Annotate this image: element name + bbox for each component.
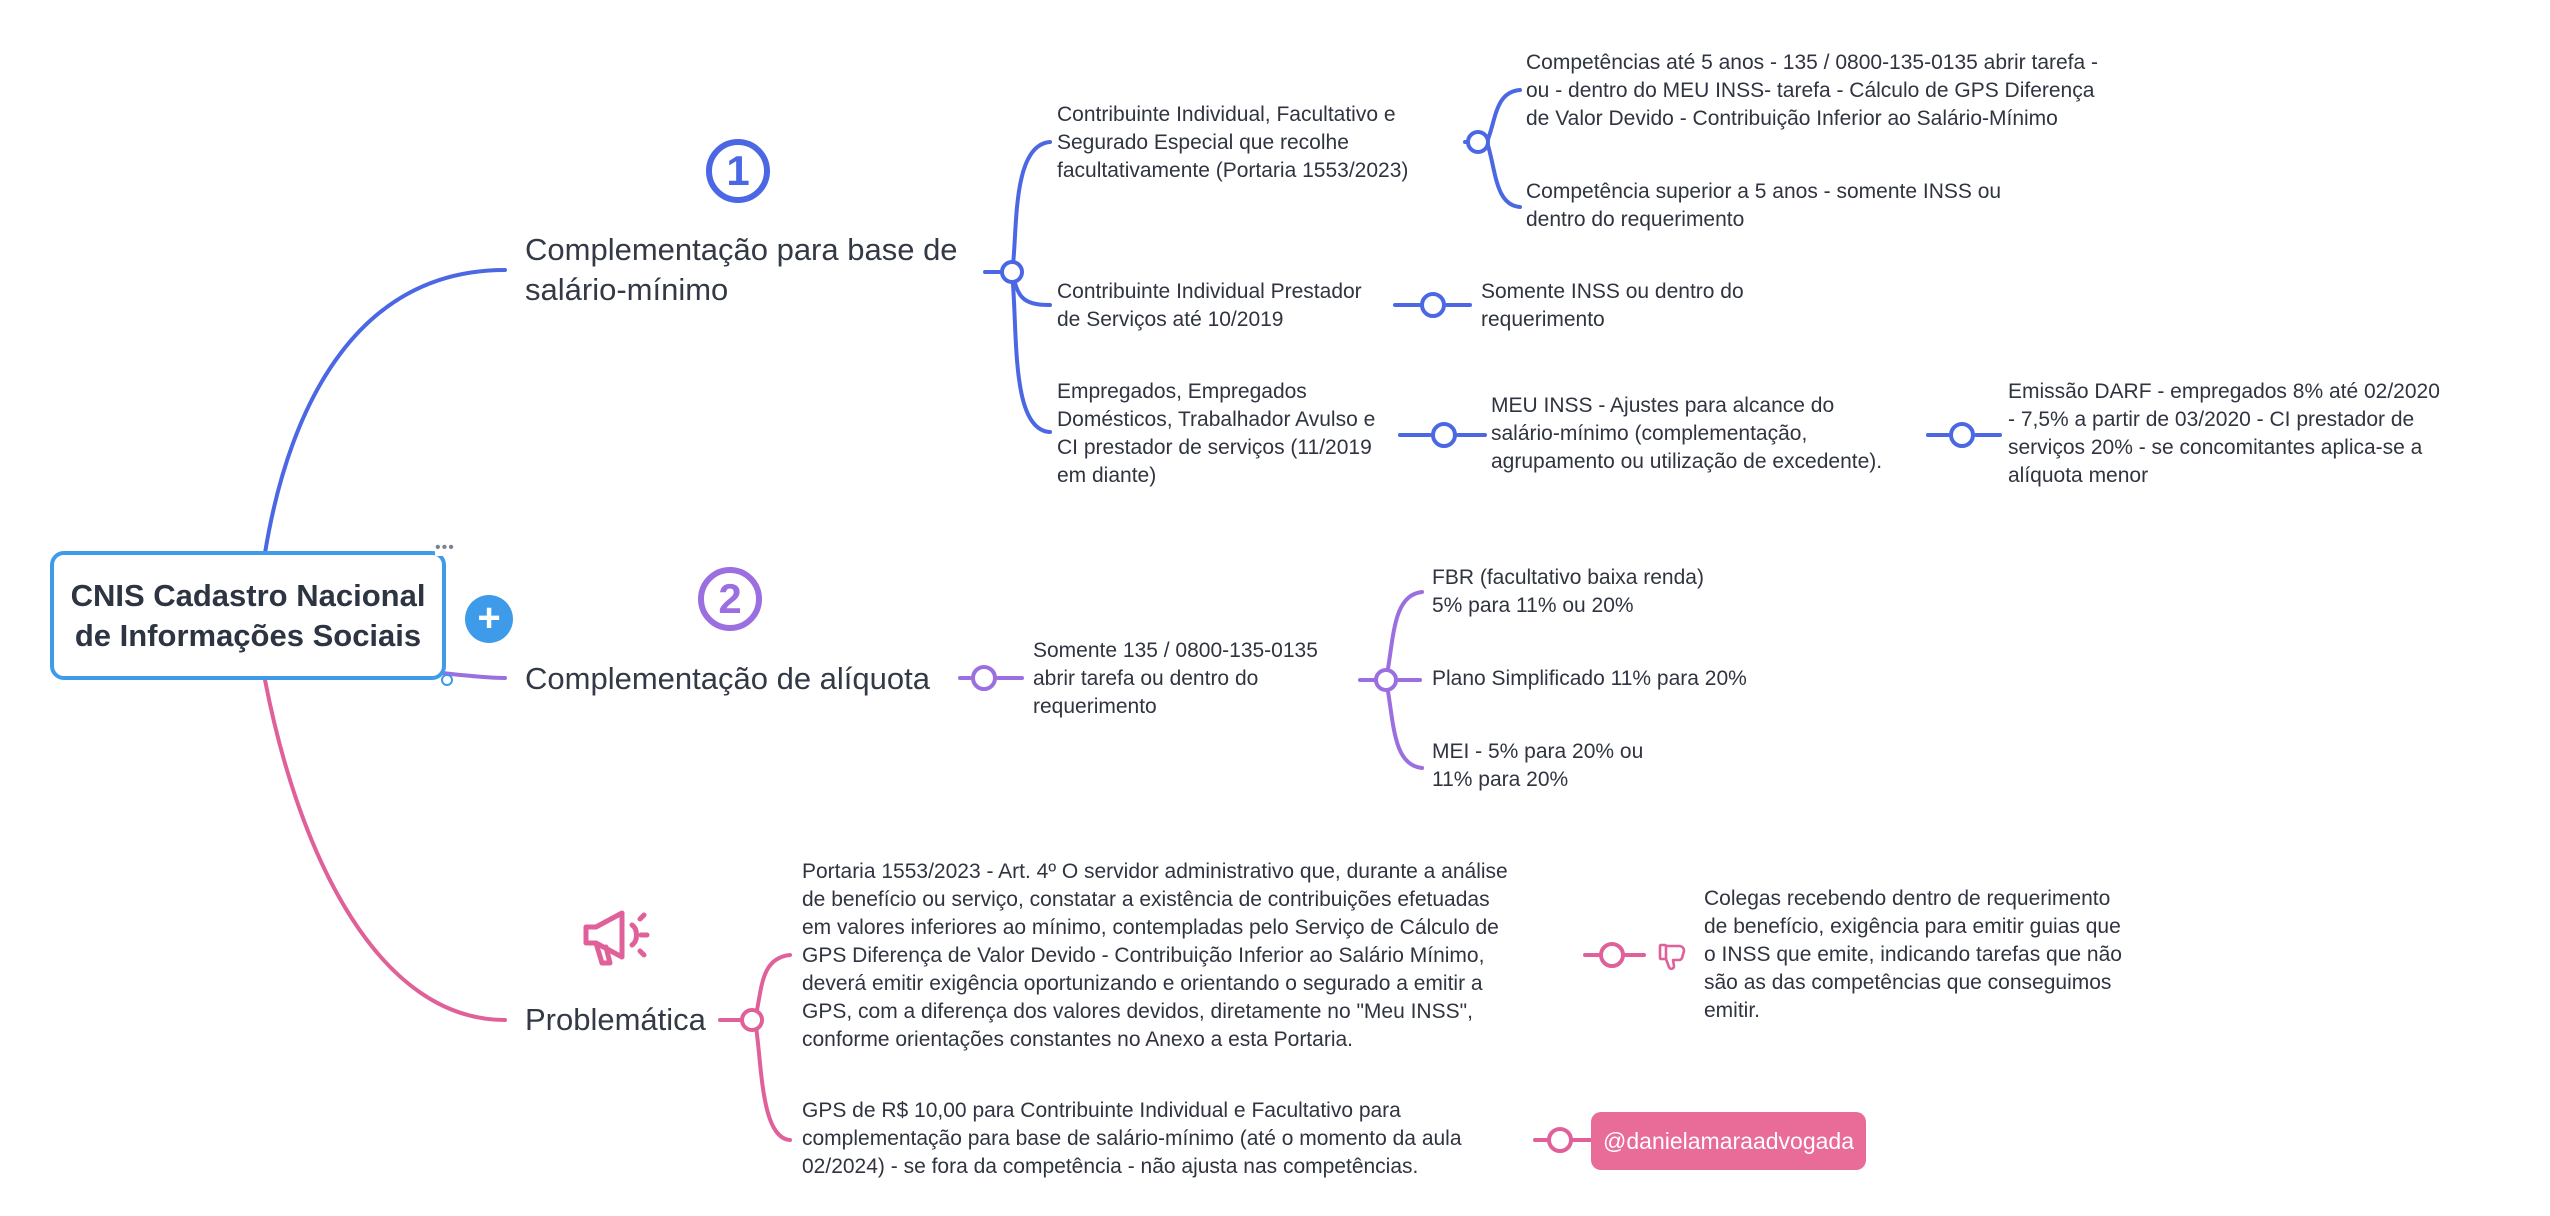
thumbs-down-icon	[1658, 943, 1686, 971]
branch1-item1-child2[interactable]: Competência superior a 5 anos - somente …	[1526, 180, 2002, 231]
megaphone-icon	[583, 910, 650, 966]
more-options-icon[interactable]: •••	[435, 539, 455, 556]
branch3-colegas-text[interactable]: Colegas recebendo dentro de requerimento…	[1704, 887, 2122, 1022]
priority-1-badge: 1	[706, 139, 770, 203]
author-handle-tag[interactable]: @danielamaraadvogada	[1591, 1112, 1866, 1170]
root-title-line1: CNIS Cadastro Nacional	[70, 577, 426, 613]
root-title-line2: de Informações Sociais	[74, 617, 422, 653]
branch2-title[interactable]: Complementação de alíquota	[525, 661, 930, 696]
branch1-item1-child1[interactable]: Competências até 5 anos - 135 / 0800-135…	[1526, 51, 2099, 130]
branch1-item1[interactable]: Contribuinte Individual, Facultativo e S…	[1057, 103, 1409, 182]
branch1-item2[interactable]: Contribuinte Individual Prestador de Ser…	[1057, 280, 1362, 331]
branch1-title[interactable]: Complementação para base de salário-míni…	[525, 232, 958, 307]
root-node[interactable]: CNIS Cadastro Nacional de Informações So…	[50, 551, 446, 680]
branch1-item3-child[interactable]: MEU INSS - Ajustes para alcance do salár…	[1491, 394, 1883, 473]
branch1-item2-child[interactable]: Somente INSS ou dentro do requerimento	[1481, 280, 1744, 331]
priority-2-badge: 2	[698, 567, 762, 631]
add-topic-button[interactable]: +	[465, 595, 513, 643]
connector-root-branch3	[263, 678, 507, 1022]
branch2-sub[interactable]: Somente 135 / 0800-135-0135 abrir tarefa…	[1033, 639, 1318, 718]
branch3-portaria-text[interactable]: Portaria 1553/2023 - Art. 4º O servidor …	[802, 860, 1508, 1051]
branch2-option-plano[interactable]: Plano Simplificado 11% para 20%	[1432, 667, 1747, 690]
branch1-item3[interactable]: Empregados, Empregados Domésticos, Traba…	[1057, 380, 1376, 487]
connector-root-branch1	[263, 268, 507, 555]
branch1-item3-grandchild[interactable]: Emissão DARF - empregados 8% até 02/2020…	[2008, 380, 2440, 487]
branch2-option-mei[interactable]: MEI - 5% para 20% ou 11% para 20%	[1432, 740, 1644, 791]
branch2-option-fbr[interactable]: FBR (facultativo baixa renda) 5% para 11…	[1432, 566, 1704, 617]
branch3-gps-text[interactable]: GPS de R$ 10,00 para Contribuinte Indivi…	[802, 1099, 1462, 1178]
branch3-title[interactable]: Problemática	[525, 1002, 706, 1037]
